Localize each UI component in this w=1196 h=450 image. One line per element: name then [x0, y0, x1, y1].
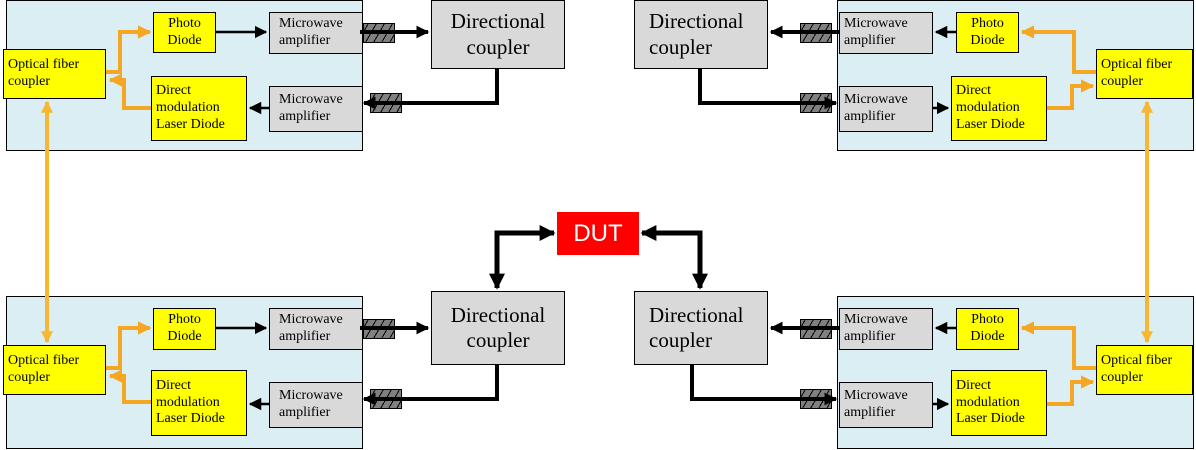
bl-optical-fiber-coupler: Optical fiber coupler: [3, 345, 106, 395]
bl-directional-coupler: Directional coupler: [431, 291, 565, 365]
tr-directional-coupler: Directional coupler: [634, 0, 768, 69]
tr-microwave-amplifier-tx: Microwave amplifier: [839, 12, 933, 54]
bl-laser-diode: Direct modulation Laser Diode: [151, 370, 247, 436]
bl-microwave-amplifier-tx: Microwave amplifier: [269, 382, 363, 428]
tl-connector-lower: [370, 93, 402, 113]
dut-to-left-coupler-arrow: [488, 224, 556, 290]
tl-microwave-amplifier-rx: Microwave amplifier: [269, 12, 363, 54]
tl-photo-diode: Photo Diode: [153, 12, 216, 53]
bl-connector-lower: [370, 389, 402, 409]
bl-microwave-amplifier-rx: Microwave amplifier: [269, 308, 363, 350]
dut-to-right-coupler-arrow: [640, 224, 709, 290]
tr-photo-diode: Photo Diode: [956, 12, 1019, 53]
br-microwave-amplifier-tx: Microwave amplifier: [839, 308, 933, 350]
br-laser-diode: Direct modulation Laser Diode: [951, 370, 1047, 436]
br-connector-upper: [800, 319, 832, 339]
dut-box: DUT: [557, 212, 639, 255]
br-connector-lower: [800, 389, 832, 409]
br-microwave-amplifier-rx: Microwave amplifier: [839, 382, 933, 428]
tl-optical-fiber-coupler: Optical fiber coupler: [3, 49, 106, 99]
tl-connector-upper: [363, 23, 395, 43]
tr-connector-upper: [800, 23, 832, 43]
tl-laser-diode: Direct modulation Laser Diode: [151, 76, 247, 141]
br-directional-coupler: Directional coupler: [634, 291, 768, 365]
bl-photo-diode: Photo Diode: [153, 308, 216, 350]
br-optical-fiber-coupler: Optical fiber coupler: [1096, 345, 1193, 395]
tl-directional-coupler: Directional coupler: [431, 0, 565, 69]
tr-optical-fiber-coupler: Optical fiber coupler: [1096, 49, 1193, 99]
br-photo-diode: Photo Diode: [956, 308, 1019, 350]
tr-laser-diode: Direct modulation Laser Diode: [951, 76, 1047, 141]
bl-connector-upper: [363, 319, 395, 339]
tr-microwave-amplifier-rx: Microwave amplifier: [839, 86, 933, 132]
tl-microwave-amplifier-tx: Microwave amplifier: [269, 86, 363, 132]
tr-connector-lower: [800, 93, 832, 113]
